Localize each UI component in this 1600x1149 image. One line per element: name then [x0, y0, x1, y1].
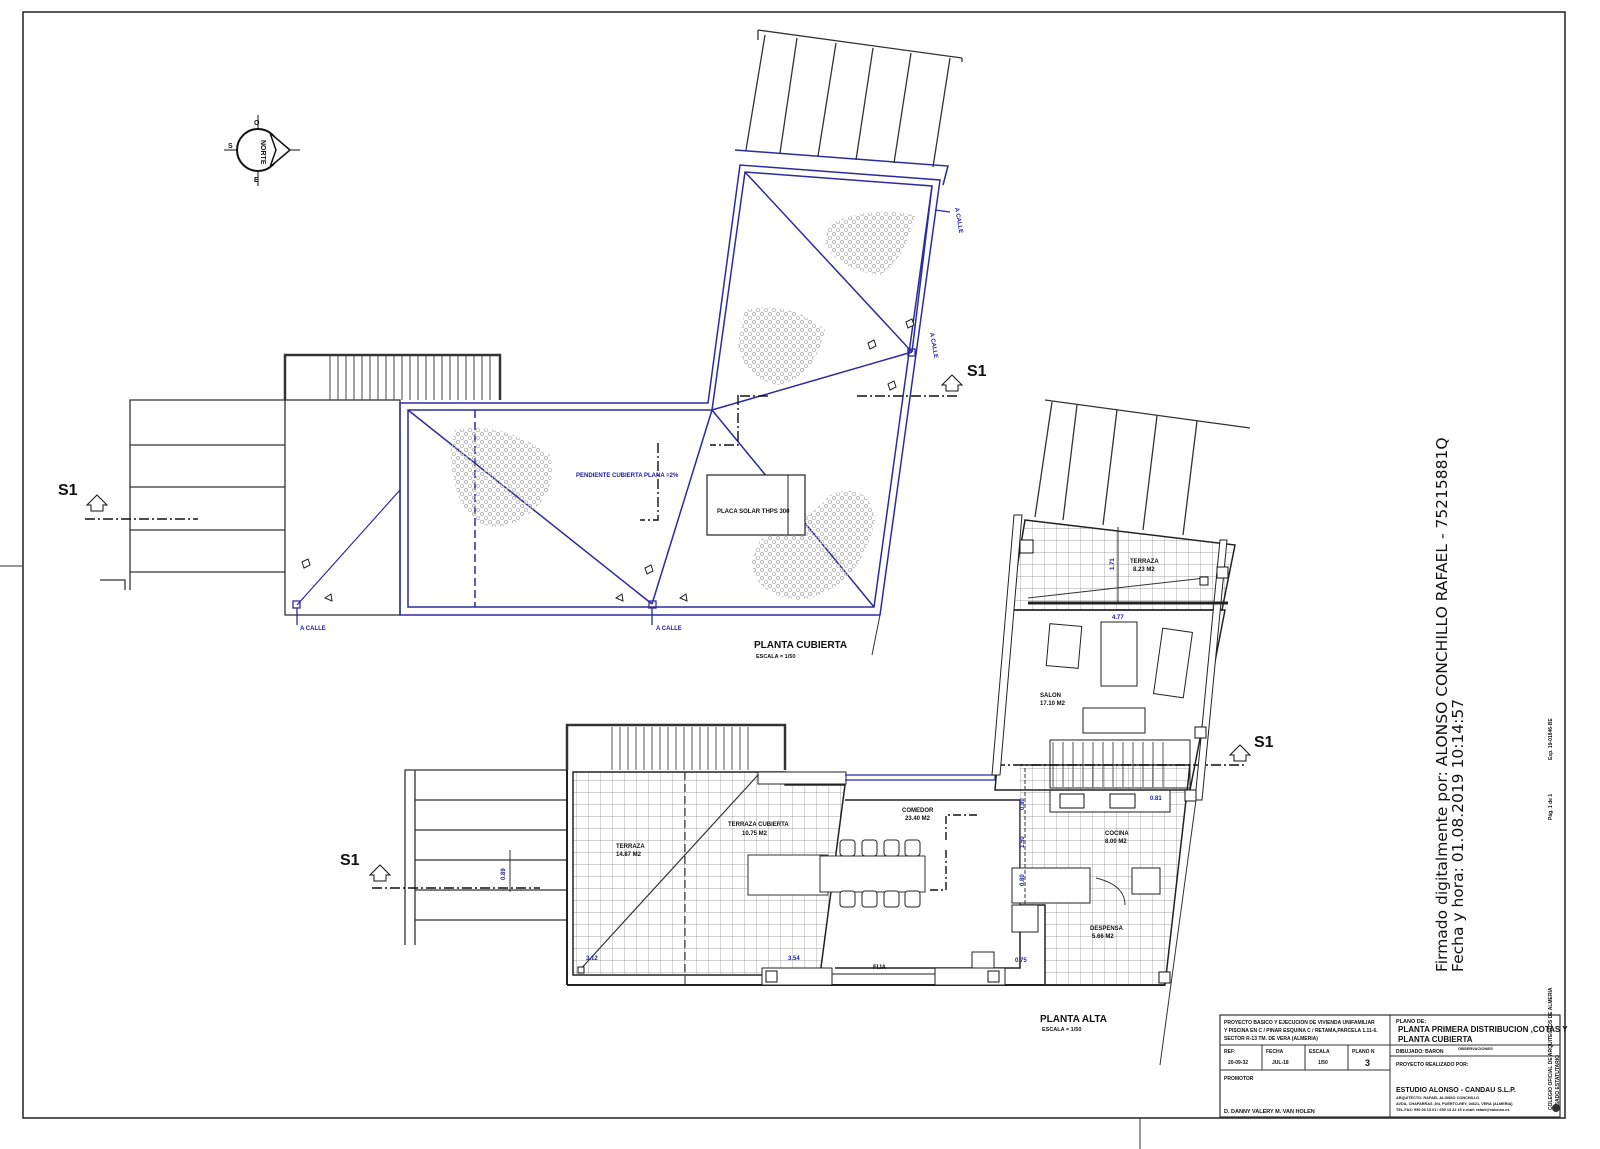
fecha-value: JUL-18	[1272, 1060, 1289, 1066]
floor-plan: TERRAZA 14.87 M2 TERRAZA CUBIERTA 10.75 …	[372, 399, 1251, 1066]
plano-value: 3	[1365, 1058, 1370, 1068]
gravel-area	[451, 427, 552, 527]
room-name: COCINA	[1105, 831, 1129, 837]
dimension-label: 0.80	[1020, 874, 1026, 886]
room-area: 23.40 M2	[905, 816, 931, 822]
project-line: Y PISCINA EN C / PINAR ESQUINA C / RETAM…	[1224, 1028, 1378, 1034]
drain-label: A CALLE	[953, 207, 963, 233]
promotor-label: PROMOTOR	[1224, 1076, 1254, 1082]
stamp-page: Pág. 1 de 1	[1548, 794, 1554, 820]
address: AVDA. CHAPARRAS ,9/4, PUERTO-REY, 04621,…	[1396, 1102, 1513, 1106]
plano-label: PLANO N	[1352, 1049, 1375, 1055]
stamp-visado: VISADO ESTATUTARIO	[1555, 1055, 1561, 1110]
stamp-exp: Exp. 19-01846-BE	[1548, 718, 1554, 760]
ref-label: REF:	[1224, 1049, 1236, 1055]
observaciones-label: OBSERVACIONES	[1458, 1046, 1493, 1051]
fixed-window-label: FIJA	[873, 965, 887, 971]
architect: ARQUITECTO: RAFAEL ALONSO CONCHILLO	[1396, 1096, 1479, 1100]
room-area: 8.00 M2	[1105, 839, 1127, 845]
room-name: COMEDOR	[902, 808, 934, 814]
dimension-label: 0.89	[501, 868, 507, 880]
dimension-label: 3.54	[788, 956, 800, 962]
escala-value: 1/50	[1318, 1060, 1328, 1066]
floor-plan-scale: ESCALA = 1/50	[1042, 1027, 1081, 1033]
room-name: TERRAZA	[616, 844, 645, 850]
section-marks: S1 S1 S1 S1	[58, 363, 1274, 882]
floor-plan-title: PLANTA ALTA	[1040, 1014, 1107, 1025]
section-mark-s1: S1	[340, 852, 360, 869]
solar-panel-label: PLACA SOLAR THPS 300	[717, 509, 790, 515]
gravel-area	[825, 211, 915, 275]
roof-plan-scale: ESCALA = 1/50	[756, 654, 795, 660]
studio-name: ESTUDIO ALONSO - CANDAU S.L.P.	[1396, 1087, 1516, 1094]
room-area: 10.75 M2	[742, 831, 768, 837]
made-by-label: PROYECTO REALIZADO POR:	[1396, 1062, 1469, 1068]
section-mark-s1: S1	[1254, 734, 1274, 751]
signature-line-2: Fecha y hora: 01.08.2019 10:14:57	[1449, 699, 1467, 972]
room-area: 5.66 M2	[1092, 934, 1114, 940]
drain-label: A CALLE	[656, 626, 682, 632]
north-arrow-icon: NORTE O E S	[224, 115, 300, 186]
drain-label: A CALLE	[300, 626, 326, 632]
dimension-label: 1.50	[1020, 836, 1026, 848]
room-name: SALON	[1040, 693, 1061, 699]
gravel-area	[752, 490, 875, 600]
room-area: 14.87 M2	[616, 852, 642, 858]
roof-plan: PLACA SOLAR THPS 300 PENDIENTE CUBIERTA …	[85, 29, 963, 660]
visado-stamp: COLEGIO OFICIAL DE ARQUITECTOS DE ALMERI…	[1548, 718, 1561, 1112]
room-name: TERRAZA CUBIERTA	[728, 822, 789, 828]
promotor-name: D. DANNY VALERY M. VAN HOLEN	[1224, 1109, 1315, 1115]
plan-label: PLANO DE:	[1396, 1019, 1426, 1025]
dimension-label: 0.81	[1150, 796, 1162, 802]
dimension-label: 3.12	[586, 956, 598, 962]
plan-name: PLANTA CUBIERTA	[1398, 1035, 1473, 1044]
project-line: SECTOR R-13 TM. DE VERA (ALMERIA)	[1224, 1036, 1318, 1042]
room-area: 17.10 M2	[1040, 701, 1066, 707]
room-name: DESPENSA	[1090, 926, 1124, 932]
dimension-label: 4.77	[1112, 615, 1124, 621]
dimension-label: 0.75	[1015, 958, 1027, 964]
gravel-area	[738, 307, 825, 385]
fecha-label: FECHA	[1266, 1049, 1284, 1055]
digital-signature: Firmado digitalmente por: ALONSO CONCHIL…	[1433, 437, 1467, 972]
drawn-by: DIBUJADO: BARON	[1396, 1049, 1444, 1055]
section-mark-s1: S1	[967, 363, 987, 380]
section-mark-s1: S1	[58, 482, 78, 499]
plan-name: PLANTA PRIMERA DISTRIBUCION ,COTAS Y	[1398, 1025, 1568, 1034]
stamp-college: COLEGIO OFICIAL DE ARQUITECTOS DE ALMERI…	[1548, 987, 1554, 1110]
title-block: PROYECTO BASICO Y EJECUCION DE VIVIENDA …	[1219, 1014, 1568, 1118]
north-n: O	[254, 120, 260, 127]
project-line: PROYECTO BASICO Y EJECUCION DE VIVIENDA …	[1224, 1020, 1375, 1026]
north-label: NORTE	[259, 140, 266, 165]
dimension-label: 0.80	[1020, 798, 1026, 810]
signature-line-1: Firmado digitalmente por: ALONSO CONCHIL…	[1433, 437, 1451, 972]
room-name: TERRAZA	[1130, 559, 1159, 565]
solar-panel	[706, 474, 806, 536]
contact: TEL-FAX: 950 06 15 01 / 690 13 22 15 e-m…	[1396, 1108, 1509, 1112]
ref-value: 20-09-32	[1228, 1060, 1248, 1066]
north-w: S	[228, 143, 233, 150]
room-area: 8.23 M2	[1133, 567, 1155, 573]
drain-label: A CALLE	[928, 332, 938, 358]
slope-note: PENDIENTE CUBIERTA PLANA =2%	[576, 473, 679, 479]
roof-plan-title: PLANTA CUBIERTA	[754, 640, 847, 651]
north-s: E	[254, 177, 259, 184]
dimension-label: 1.71	[1110, 558, 1116, 570]
escala-label: ESCALA	[1309, 1049, 1330, 1055]
sheet-border	[22, 11, 1566, 1119]
